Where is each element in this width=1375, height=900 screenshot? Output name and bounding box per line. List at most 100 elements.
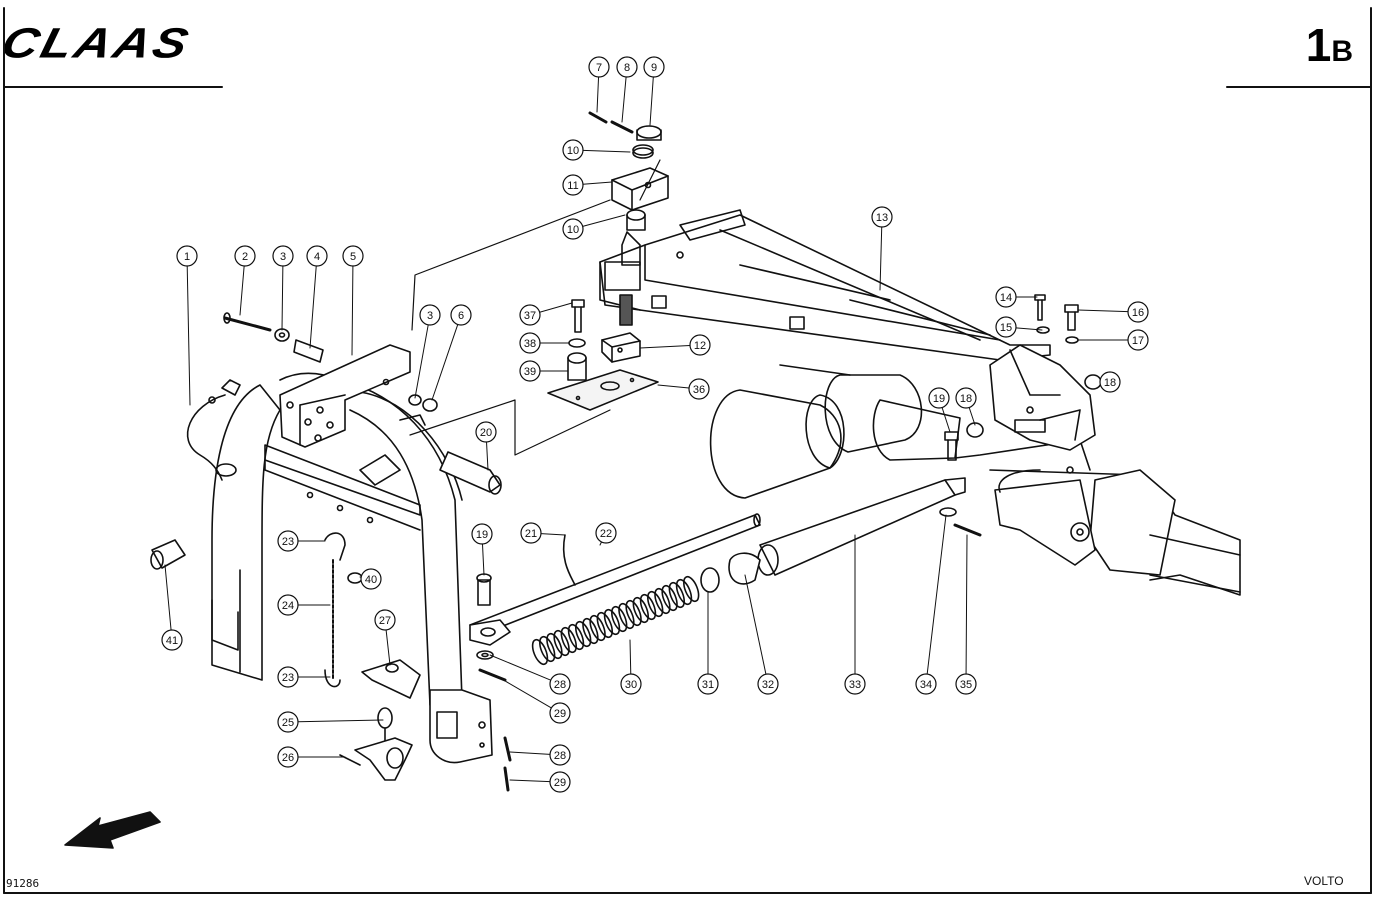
callout-14: 14 [995, 286, 1038, 308]
callout-8: 8 [616, 56, 638, 123]
callout-4: 4 [306, 245, 328, 349]
callout-number: 2 [242, 251, 248, 263]
spring-coil [603, 608, 621, 636]
callout-number: 28 [554, 679, 566, 691]
callout-circle [374, 609, 396, 631]
callout-number: 4 [314, 251, 320, 263]
callout-number: 7 [596, 62, 602, 74]
callout-33: 33 [844, 534, 866, 695]
callout-number: 1 [184, 251, 190, 263]
callout-leader [596, 76, 600, 113]
callout-number: 23 [282, 672, 294, 684]
spring-coil [661, 584, 678, 612]
callout-number: 10 [567, 224, 579, 236]
page-number-label: 1B [1306, 22, 1353, 68]
callout-leader [351, 265, 354, 356]
callout-38: 38 [519, 332, 570, 354]
mounting-plate [547, 299, 659, 411]
callout-number: 21 [525, 528, 537, 540]
callout-16: 16 [1077, 301, 1149, 323]
callout-number: 24 [282, 600, 294, 612]
callout-number: 6 [458, 310, 464, 322]
callout-28: 28 [509, 744, 571, 766]
callout-19: 19 [471, 523, 493, 576]
callout-leader [582, 149, 631, 153]
callout-17: 17 [1077, 329, 1149, 351]
callout-41: 41 [161, 564, 183, 651]
callout-leader [1077, 309, 1129, 313]
spring-coil [539, 635, 556, 663]
callout-30: 30 [620, 639, 642, 695]
callout-circle [450, 304, 472, 326]
spring-coil [560, 626, 577, 654]
callout-circle [519, 360, 541, 382]
callout-leader [509, 779, 551, 783]
model-name: VOLTO [1304, 874, 1344, 888]
callout-28: 28 [489, 654, 571, 695]
callout-number: 35 [960, 679, 972, 691]
callout-number: 36 [693, 384, 705, 396]
callout-number: 18 [1104, 377, 1116, 389]
callout-leader [965, 534, 968, 675]
callout-leader [186, 265, 191, 406]
callout-13: 13 [871, 206, 893, 291]
callout-10: 10 [562, 139, 631, 161]
callout-leader [385, 629, 391, 666]
spring-coil [668, 581, 685, 609]
callout-number: 41 [166, 635, 178, 647]
callout-37: 37 [519, 302, 573, 326]
callout-21: 21 [520, 522, 566, 544]
spring-coil [639, 593, 657, 621]
callout-circle [844, 673, 866, 695]
callout-leader [629, 639, 632, 675]
callout-22: 22 [595, 522, 617, 546]
callout-circle [995, 286, 1017, 308]
callout-circle [955, 387, 977, 409]
callout-7: 7 [588, 56, 610, 113]
callout-leader [582, 214, 626, 227]
callout-leader [1015, 327, 1043, 331]
callout-circle [688, 378, 710, 400]
callout-circle [549, 673, 571, 695]
callout-circle [871, 206, 893, 228]
callout-number: 18 [960, 393, 972, 405]
callout-number: 17 [1132, 335, 1144, 347]
callout-11: 11 [562, 174, 613, 196]
callout-number: 30 [625, 679, 637, 691]
callout-circle [176, 245, 198, 267]
callout-number: 11 [567, 180, 578, 192]
callout-leader [414, 324, 429, 399]
callout-number: 8 [624, 62, 630, 74]
callout-31: 31 [697, 591, 719, 695]
callout-2: 2 [234, 245, 256, 316]
callout-circle [519, 304, 541, 326]
callout-circle [562, 174, 584, 196]
page-suffix: B [1331, 35, 1353, 68]
driveline-shaft [709, 364, 1241, 596]
callout-leader [879, 226, 883, 291]
callout-circle [419, 304, 441, 326]
callout-circle [161, 629, 183, 651]
callout-circle [643, 56, 665, 78]
spring-coil [582, 617, 599, 645]
callout-6: 6 [431, 304, 472, 401]
callout-circle [272, 245, 294, 267]
callout-number: 14 [1000, 292, 1012, 304]
assembly-leader-lines [409, 159, 661, 456]
callout-circle [277, 746, 299, 768]
tube-sleeve [700, 477, 966, 593]
drawing-number: 91286 [6, 877, 40, 890]
callout-circle [1127, 301, 1149, 323]
callout-number: 3 [427, 310, 433, 322]
callout-number: 10 [567, 145, 579, 157]
callout-29: 29 [499, 677, 571, 724]
callout-number: 5 [350, 251, 356, 263]
callout-leader [431, 323, 459, 401]
callout-number: 19 [933, 393, 945, 405]
callout-29: 29 [509, 771, 571, 793]
callout-5: 5 [342, 245, 364, 356]
arm-end-bracket [989, 344, 1096, 474]
callout-circle [475, 421, 497, 443]
